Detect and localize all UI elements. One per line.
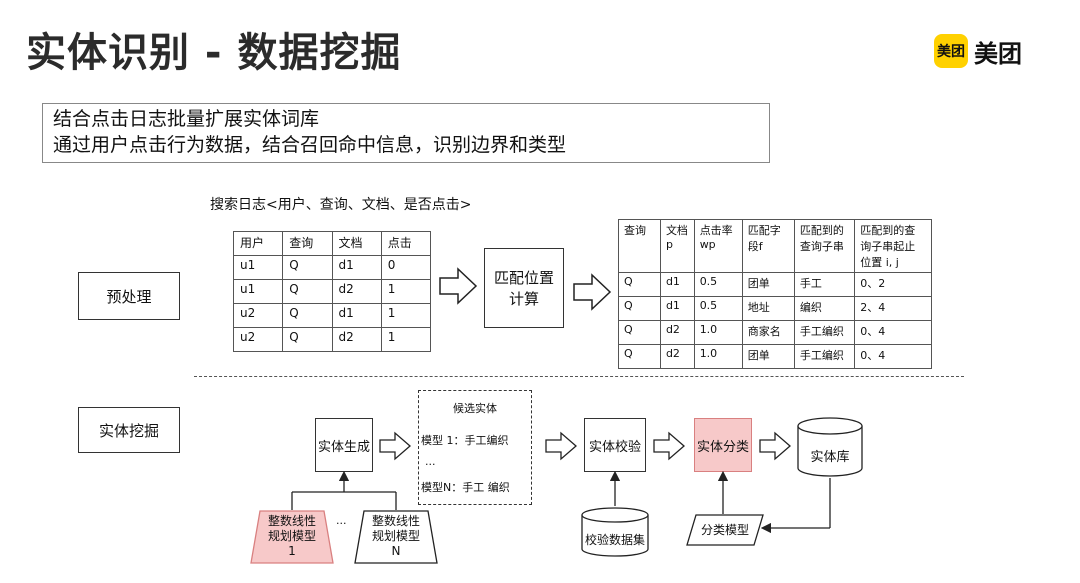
entity-verify-box: 实体校验 <box>584 418 646 472</box>
table-cell: 1.0 <box>693 344 743 369</box>
hollow-arrow-icon <box>759 431 791 461</box>
table-cell: 0 <box>380 255 432 280</box>
table-cell: 2、4 <box>854 296 932 321</box>
table-header-row: 用户 查询 文档 点击 <box>232 231 432 256</box>
hollow-arrow-icon <box>439 267 478 305</box>
table-cell: Q <box>618 320 661 345</box>
brand-name: 美团 <box>974 39 1022 68</box>
model-ellipsis: ... <box>336 514 347 527</box>
hollow-arrow-icon <box>653 431 685 461</box>
database-icon <box>797 417 863 477</box>
table-cell: d1 <box>659 272 695 297</box>
table-cell: 1 <box>380 303 432 328</box>
result-table: 查询 文档 p 点击率 wp 匹配字段f 匹配到的查询子串 匹配到的查询子串起止… <box>618 219 932 369</box>
table-cell: 0、4 <box>854 344 932 369</box>
entity-classify-box: 实体分类 <box>694 418 752 472</box>
table-cell: Q <box>282 303 333 328</box>
candidate-entities-box: 候选实体 模型 1：手工编织 ... 模型N：手工 编织 <box>418 390 532 505</box>
table-row: Q d2 1.0 团单 手工编织 0、4 <box>618 344 932 369</box>
candidate-item: 模型 1：手工编织 <box>421 434 509 447</box>
hollow-arrow-icon <box>573 273 612 311</box>
table-row: Q d1 0.5 地址 编织 2、4 <box>618 296 932 321</box>
ilp-model-n-label: 整数线性规划模型 N <box>371 514 420 558</box>
table-header: 用户 <box>232 231 284 256</box>
table-cell: Q <box>282 279 333 304</box>
table-header: 文档 p <box>659 219 695 273</box>
table-header: 匹配到的查询子串 <box>793 219 856 273</box>
table-row: u1 Q d1 0 <box>232 255 432 280</box>
table-cell: 编织 <box>793 296 856 321</box>
table-row: u1 Q d2 1 <box>232 279 432 304</box>
table-cell: u2 <box>232 327 284 352</box>
table-cell: 0、4 <box>854 320 932 345</box>
verify-dataset-label: 校验数据集 <box>584 533 645 547</box>
ilp-model-shape <box>250 510 334 564</box>
log-caption: 搜索日志<用户、查询、文档、是否点击> <box>210 197 472 213</box>
table-cell: d2 <box>331 327 382 352</box>
candidate-ellipsis: ... <box>425 455 436 468</box>
table-header: 查询 <box>282 231 333 256</box>
summary-box: 结合点击日志批量扩展实体词库 通过用户点击行为数据，结合召回命中信息，识别边界和… <box>42 103 770 163</box>
table-header: 查询 <box>618 219 661 273</box>
table-header: 文档 <box>331 231 382 256</box>
page-title: 实体识别 - 数据挖掘 <box>26 30 402 76</box>
table-cell: Q <box>618 344 661 369</box>
ilp-model-1-label: 整数线性规划模型 1 <box>267 514 316 558</box>
candidates-title: 候选实体 <box>453 402 497 415</box>
table-cell: d2 <box>331 279 382 304</box>
table-cell: d2 <box>659 344 695 369</box>
hollow-arrow-icon <box>379 431 411 461</box>
table-row: u2 Q d1 1 <box>232 303 432 328</box>
table-cell: 1.0 <box>693 320 743 345</box>
table-header: 匹配到的查询子串起止位置 i, j <box>854 219 932 273</box>
summary-line-2: 通过用户点击行为数据，结合召回命中信息，识别边界和类型 <box>53 134 567 156</box>
brand-logo: 美团 美团 <box>934 34 1022 68</box>
table-cell: 1 <box>380 327 432 352</box>
stage-preprocess: 预处理 <box>78 272 180 320</box>
log-table: 用户 查询 文档 点击 u1 Q d1 0 u1 Q d2 1 u2 Q d1 … <box>232 231 432 352</box>
classify-model-label: 分类模型 <box>700 523 749 537</box>
database-icon <box>581 507 649 557</box>
classify-model-shape <box>686 514 764 546</box>
table-row: Q d1 0.5 团单 手工 0、2 <box>618 272 932 297</box>
table-cell: d1 <box>331 303 382 328</box>
candidate-item: 模型N：手工 编织 <box>421 481 510 494</box>
table-cell: d1 <box>659 296 695 321</box>
table-cell: u1 <box>232 279 284 304</box>
match-position-box: 匹配位置计算 <box>484 248 564 328</box>
table-cell: 团单 <box>741 272 795 297</box>
table-cell: 0、2 <box>854 272 932 297</box>
hollow-arrow-icon <box>545 431 577 461</box>
table-row: u2 Q d2 1 <box>232 327 432 352</box>
brand-badge: 美团 <box>934 34 968 68</box>
ilp-model-shape <box>354 510 438 564</box>
stage-mining: 实体挖掘 <box>78 407 180 453</box>
section-divider <box>194 376 964 377</box>
table-cell: 手工编织 <box>793 344 856 369</box>
summary-line-1: 结合点击日志批量扩展实体词库 <box>53 108 320 130</box>
entity-db-label: 实体库 <box>810 450 850 465</box>
table-cell: Q <box>618 296 661 321</box>
